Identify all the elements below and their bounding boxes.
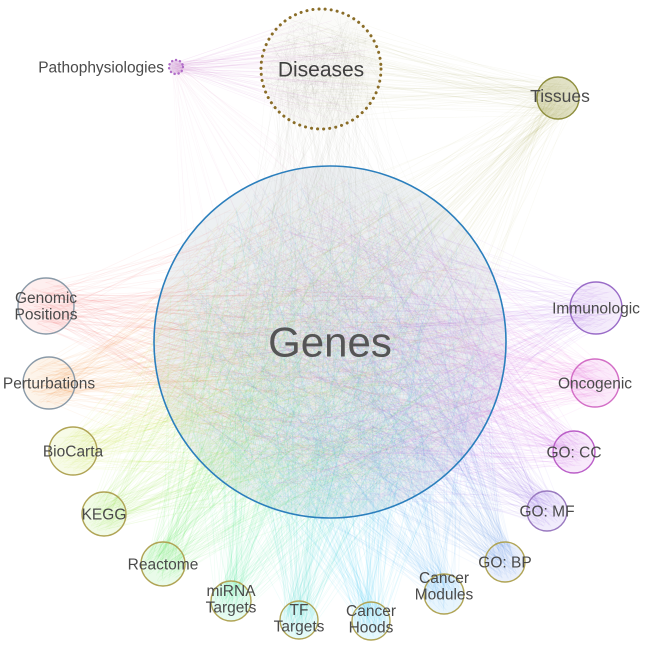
label-immunologic: Immunologic	[552, 300, 640, 317]
node-genomic_positions[interactable]	[17, 277, 75, 335]
edge-bundle-genes-biocarta	[52, 188, 486, 503]
edge-bundle-diseases-genes	[186, 23, 472, 491]
edge-bundles	[22, 10, 618, 637]
edge-bundle-genes-oncogenic	[179, 182, 616, 504]
node-fill-go_mf	[527, 491, 567, 531]
node-fill-tissues	[537, 77, 579, 119]
node-fill-cancer_modules	[424, 574, 464, 614]
node-cancer_hoods[interactable]	[351, 601, 391, 641]
node-fill-genomic_positions	[18, 278, 74, 334]
node-fill-mirna_targets	[211, 581, 251, 621]
node-tissues[interactable]	[536, 76, 580, 120]
node-fill-tf_targets	[280, 601, 318, 639]
edge-bundle-genes-genomic_positions	[22, 179, 489, 505]
node-fill-oncogenic	[571, 359, 619, 407]
node-pathophysiologies[interactable]	[167, 58, 185, 76]
label-biocarta: BioCarta	[43, 443, 104, 460]
node-fills	[18, 9, 622, 640]
label-oncogenic: Oncogenic	[558, 375, 632, 392]
edge-bundle-genes-kegg	[86, 175, 487, 532]
label-perturbations: Perturbations	[3, 375, 95, 392]
label-pathophysiologies: Pathophysiologies	[38, 59, 164, 76]
node-circles	[17, 7, 623, 641]
node-fill-go_cc	[553, 431, 595, 473]
edge-bundle-tissues-genes	[205, 79, 578, 489]
node-perturbations[interactable]	[22, 356, 76, 410]
label-go_mf: GO: MF	[519, 503, 574, 520]
label-tissues: Tissues	[530, 86, 590, 106]
node-fill-perturbations	[23, 357, 75, 409]
node-cancer_modules[interactable]	[423, 573, 465, 615]
edge-bundle-genes-genes	[161, 170, 503, 513]
node-labels: Genes Diseases PathophysiologiesTissuesGen…	[3, 58, 640, 636]
node-fill-biocarta	[49, 427, 97, 475]
label-reactome: Reactome	[128, 556, 199, 573]
edge-bundle-diseases-tissues	[267, 16, 574, 121]
edge-bundle-genes-perturbations	[27, 178, 488, 500]
edge-bundle-genes-mirna_targets	[177, 188, 489, 617]
node-fill-genes	[154, 166, 506, 518]
edge-bundle-genes-go_cc	[167, 178, 591, 509]
label-go_bp: GO: BP	[478, 554, 531, 571]
node-diseases[interactable]	[259, 7, 383, 131]
edge-bundle-genes-cancer_hoods	[174, 177, 492, 637]
node-fill-kegg	[82, 492, 126, 536]
node-genes[interactable]	[153, 165, 507, 519]
node-fill-go_bp	[485, 542, 525, 582]
node-biocarta[interactable]	[48, 426, 98, 476]
edge-bundle-diseases-diseases	[262, 10, 378, 128]
node-fill-diseases	[261, 9, 381, 129]
edge-bundle-genes-cancer_modules	[167, 183, 495, 612]
node-fill-immunologic	[570, 282, 622, 334]
node-fill-pathophysiologies	[169, 60, 183, 74]
node-fill-cancer_hoods	[352, 602, 390, 640]
node-tf_targets[interactable]	[279, 600, 319, 640]
label-kegg: KEGG	[82, 506, 127, 523]
label-genes: Genes	[268, 319, 392, 366]
label-diseases: Diseases	[278, 58, 364, 81]
edge-bundle-pathophysiologies-genes	[169, 60, 476, 478]
node-fill-reactome	[141, 542, 185, 586]
label-go_cc: GO: CC	[546, 444, 601, 461]
node-reactome[interactable]	[140, 541, 186, 587]
node-go_bp[interactable]	[484, 541, 526, 583]
node-immunologic[interactable]	[569, 281, 623, 335]
node-kegg[interactable]	[81, 491, 127, 537]
node-go_mf[interactable]	[526, 490, 568, 532]
edge-bundle-genes-immunologic	[167, 182, 618, 503]
edge-bundle-genes-reactome	[144, 184, 496, 582]
edge-bundle-genes-go_bp	[178, 181, 522, 579]
edge-bundle-diseases-pathophysiologies	[170, 17, 371, 126]
node-oncogenic[interactable]	[570, 358, 620, 408]
node-go_cc[interactable]	[552, 430, 596, 474]
node-mirna_targets[interactable]	[210, 580, 252, 622]
edge-bundle-genes-go_mf	[172, 187, 564, 527]
